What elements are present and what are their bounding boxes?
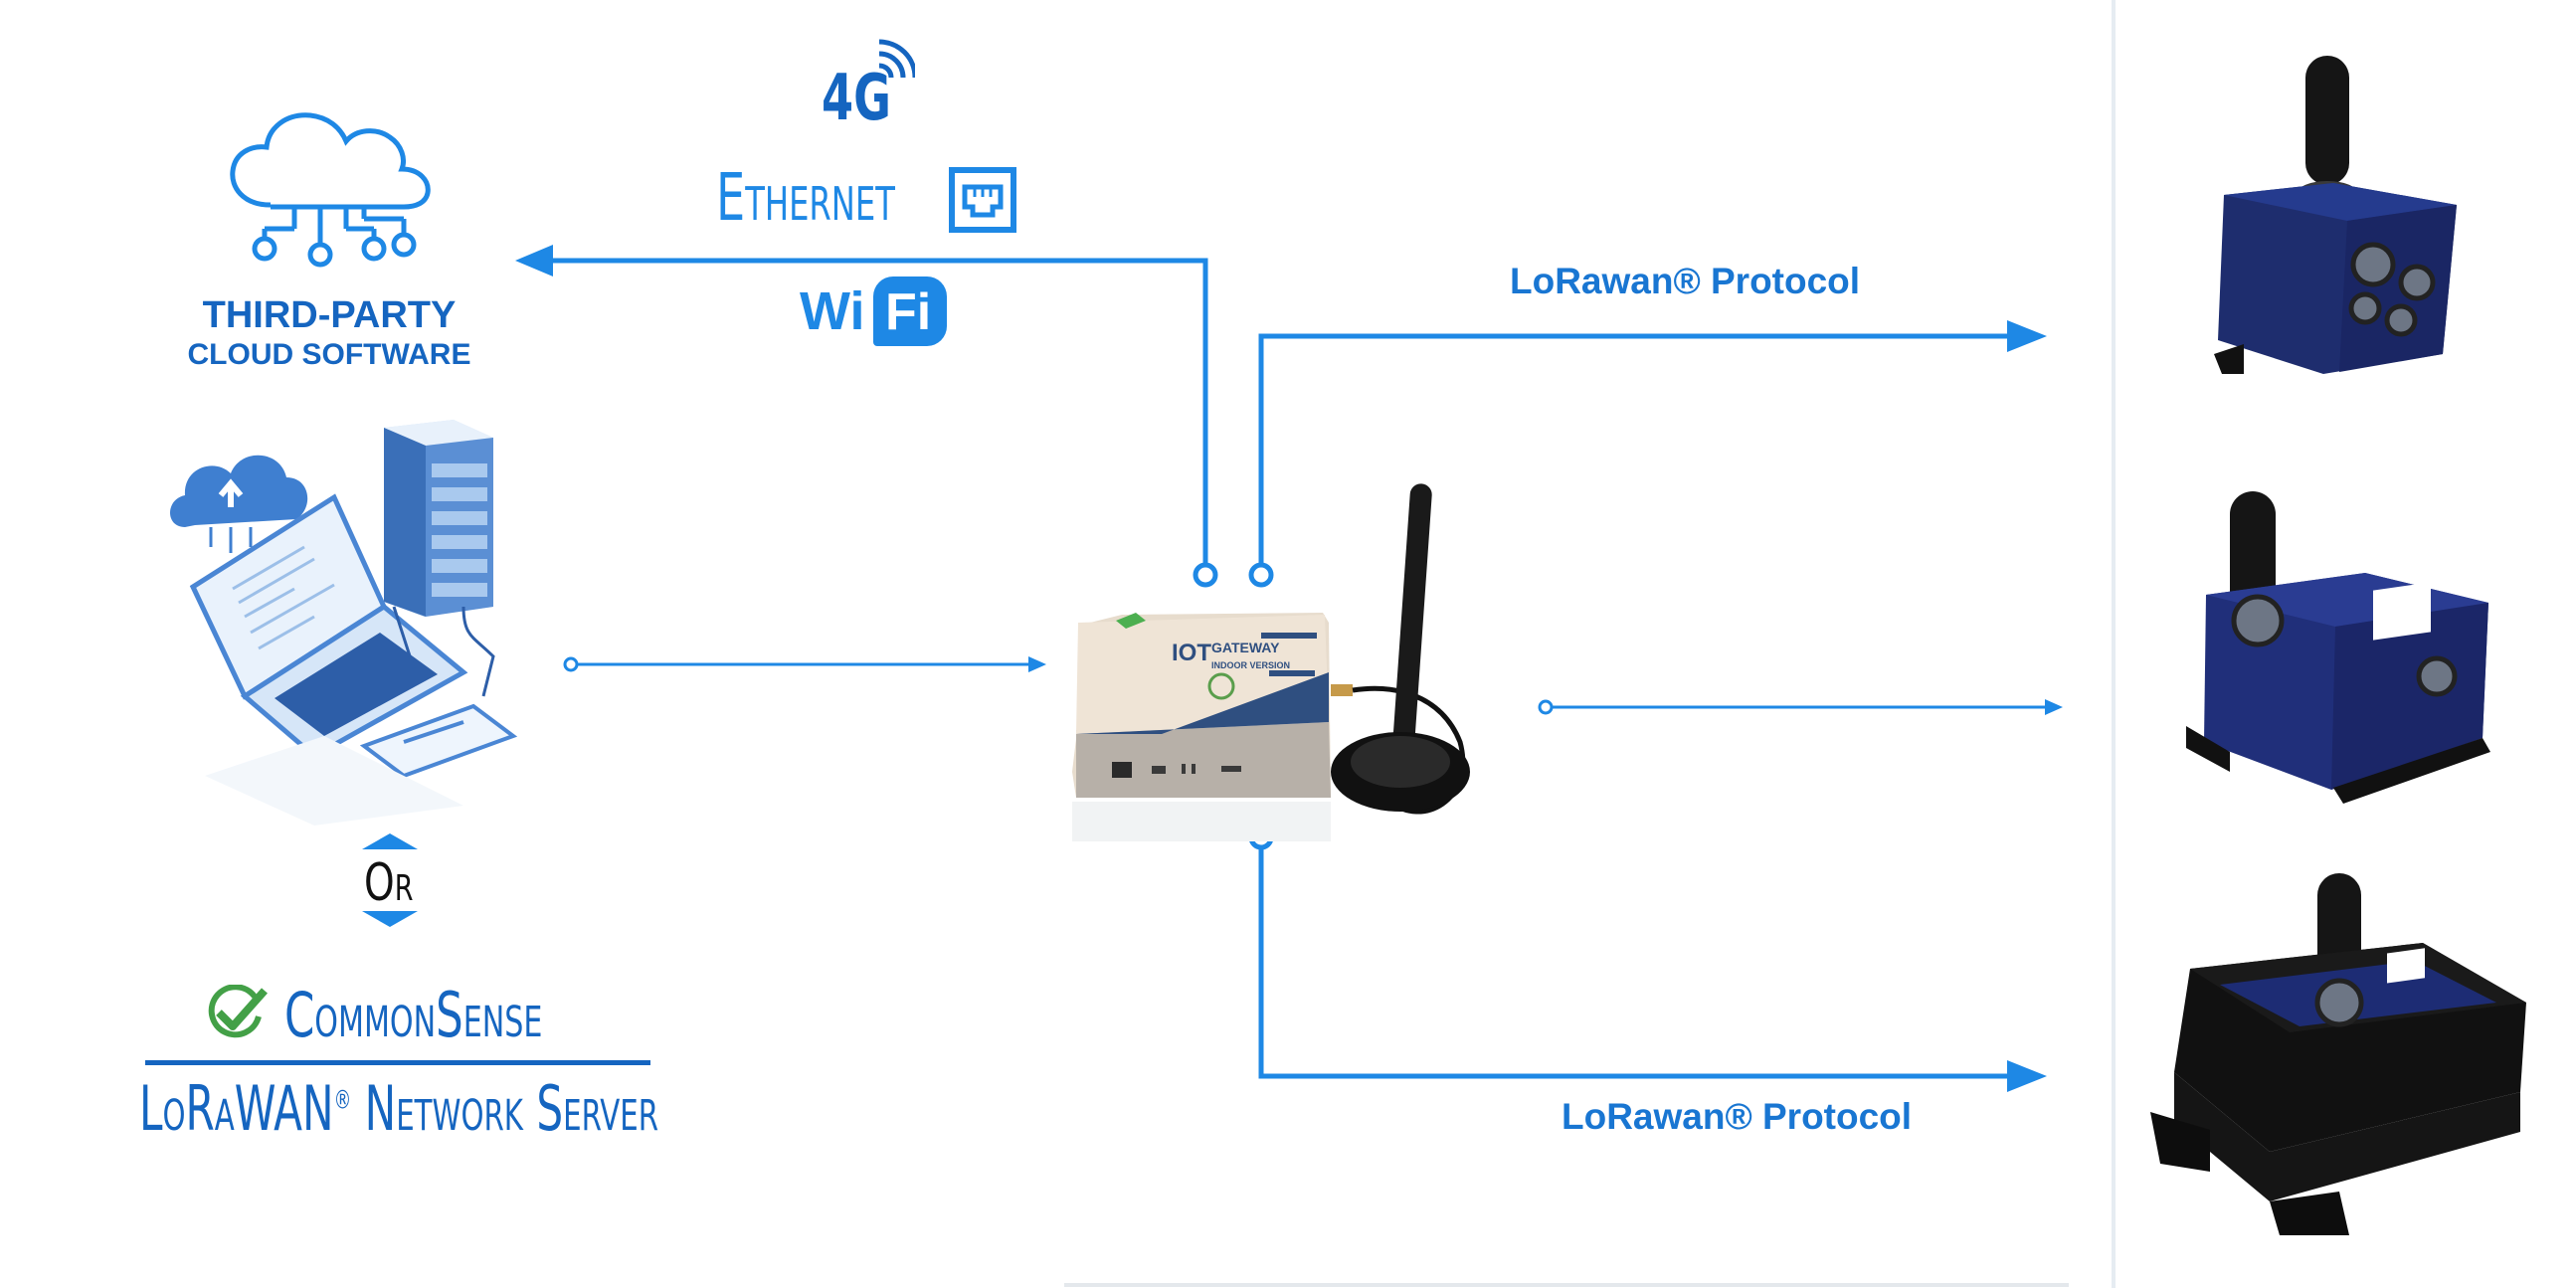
sensor-device-bottom [2150, 873, 2526, 1235]
laptop-icon [189, 493, 468, 760]
gateway-label-block: IOT GATEWAY INDOOR VERSION [1172, 640, 1290, 670]
protocol-label-bottom: LoRawan® Protocol [1562, 1096, 1913, 1137]
protocol-label-top: LoRawan® Protocol [1510, 261, 1861, 301]
arrow-to-cloud [515, 245, 553, 276]
server-rack-icon [384, 420, 493, 617]
iot-gateway-device: IOT GATEWAY INDOOR VERSION [1072, 483, 1470, 841]
line-gateway-to-sensor-bottom [1258, 837, 2019, 1079]
cloud-upload-icon [170, 455, 308, 553]
or-label: Or [364, 853, 414, 913]
ethernet-label: Ethernet [716, 159, 895, 236]
commonsense-brand: CommonSense [284, 979, 543, 1051]
wifi-badge-label: Fi [885, 283, 932, 341]
line-gateway-to-cloud [522, 258, 1208, 575]
network-server-lorawan: LoRaWAN [139, 1072, 334, 1145]
ethernet-port-icon [949, 167, 1016, 233]
arrow-to-sensor-middle [2045, 699, 2063, 715]
cloud-title-line2: CLOUD SOFTWARE [187, 338, 471, 371]
antenna [1390, 483, 1432, 782]
antenna-cable [1352, 685, 1466, 815]
sensor-device-middle [2186, 491, 2490, 804]
line-gateway-to-sensor-top [1258, 333, 2019, 575]
port-sensor-top [1248, 562, 1274, 588]
cloud-network-icon [230, 112, 431, 268]
arrow-to-sensor-bottom [2007, 1060, 2047, 1092]
arrow-to-gateway [1028, 656, 1046, 672]
sensor-top-antenna [2305, 56, 2349, 185]
network-server-rest: Network Server [364, 1072, 659, 1145]
wifi-badge: Fi [873, 276, 947, 346]
or-up-arrow-icon [362, 833, 418, 849]
port-server [563, 656, 579, 672]
bottom-divider [1064, 1283, 2069, 1287]
tablet-icon [359, 703, 518, 779]
check-circle-icon [208, 985, 268, 1038]
port-sensor-middle [1538, 699, 1554, 715]
port-cloud [1193, 562, 1218, 588]
svg-text:IOT: IOT [1172, 640, 1211, 666]
right-divider [2112, 0, 2116, 1288]
server-divider-line [145, 1060, 650, 1065]
cloud-title-line1: THIRD-PARTY [202, 294, 457, 336]
svg-text:INDOOR VERSION: INDOOR VERSION [1211, 660, 1290, 670]
server-laptop-illustration [170, 420, 518, 826]
cellular-label: 4G [822, 62, 891, 135]
network-server-title: LoRaWAN® Network Server [139, 1072, 658, 1145]
network-server-reg-mark: ® [333, 1085, 352, 1116]
sensor-device-top [2214, 56, 2457, 374]
svg-text:GATEWAY: GATEWAY [1211, 640, 1280, 655]
arrow-to-sensor-top [2007, 320, 2047, 352]
wifi-label: Wi [800, 281, 865, 341]
or-down-arrow-icon [362, 911, 418, 927]
signal-icon [878, 39, 915, 79]
